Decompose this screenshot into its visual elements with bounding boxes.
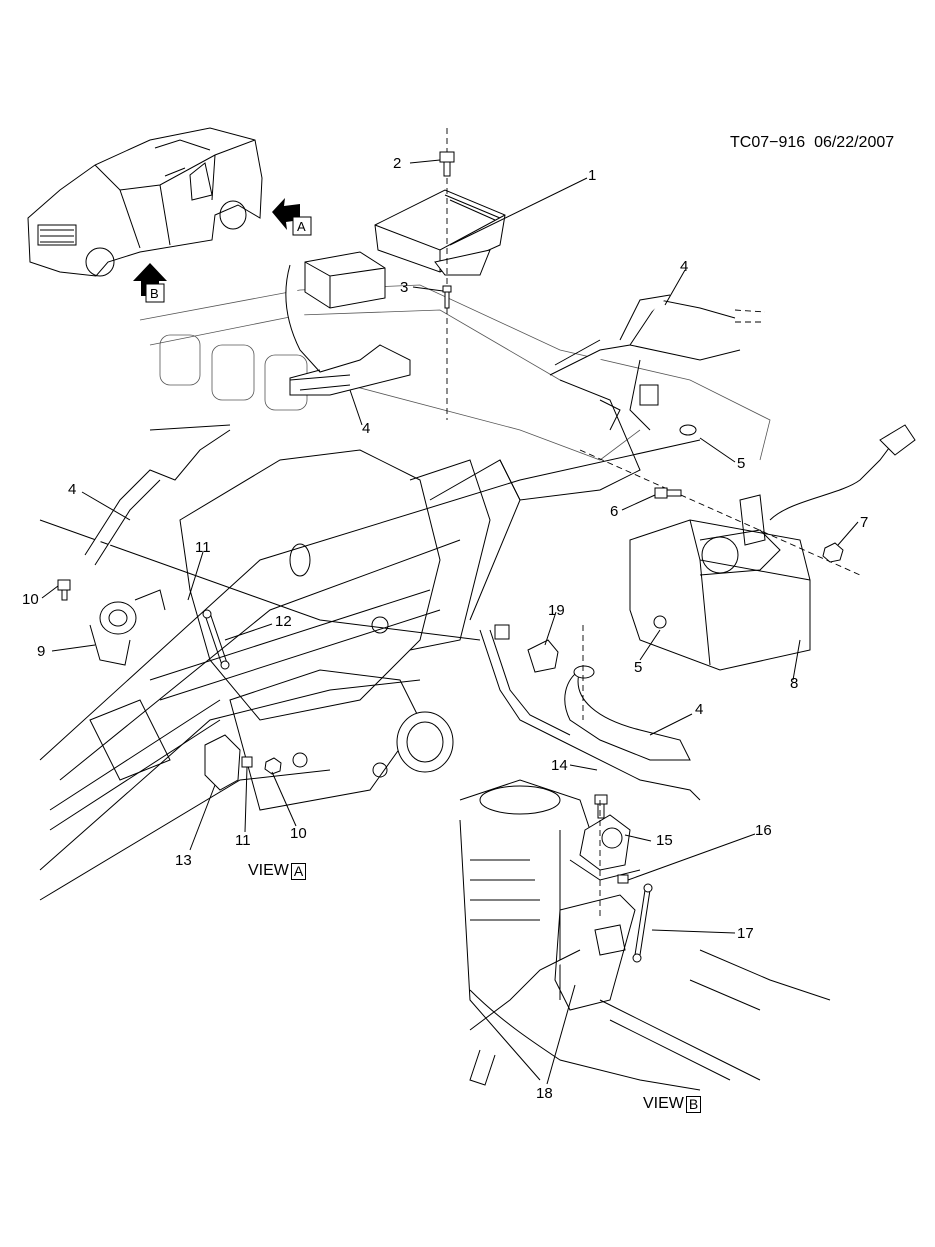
nut-7 [822,542,844,563]
connector-19 [527,639,559,673]
callout-6: 6 [610,503,619,520]
callout-12: 12 [275,613,292,630]
callout-4-left: 4 [68,481,77,498]
callout-11-upper: 11 [195,539,211,556]
callout-4-upper-right: 4 [680,258,689,275]
link-17 [632,883,653,963]
bolt-14 [594,794,608,819]
callout-3: 3 [400,279,409,296]
document-id: TC07−916 [730,134,806,151]
callout-19: 19 [548,602,565,619]
harness-4-view-b [479,624,701,801]
view-a-label: VIEW A [248,862,307,880]
view-b-arrow [133,263,167,303]
document-date: 06/22/2007 [814,134,895,151]
callout-13: 13 [175,852,192,869]
callout-4-upper-left: 4 [362,420,371,437]
callout-10-lower: 10 [290,825,307,842]
harness-4-upper-right [549,294,766,431]
callout-2: 2 [393,155,402,172]
view-a-box: A [290,862,307,880]
callout-16: 16 [755,822,772,839]
callout-7: 7 [860,514,869,531]
callout-14: 14 [551,757,568,774]
callout-4-view-b: 4 [695,701,704,718]
callout-10-left: 10 [22,591,39,608]
document-id-and-date: TC07−916 06/22/2007 [730,134,894,152]
air-compressor-8 [629,424,916,671]
connector-block [304,251,386,309]
callout-1: 1 [588,167,597,184]
compressor-centerline [579,449,861,576]
callout-17: 17 [737,925,754,942]
bracket-15 [569,814,641,881]
callout-15: 15 [656,832,673,849]
link-12 [202,609,230,670]
bolt-3 [442,285,452,309]
view-a-arrow [272,198,312,236]
view-b-suspension [459,779,831,1091]
bracket-b [554,894,636,1011]
nut-11-lower [241,756,253,768]
view-b-label: VIEW B [643,1095,702,1113]
control-module [374,189,506,276]
callout-11-lower: 11 [235,832,251,849]
harness-4-left [84,424,231,566]
vehicle-thumbnail [27,127,263,277]
view-b-box: B [685,1095,702,1113]
callout-8: 8 [790,675,799,692]
callout-9: 9 [37,643,46,660]
callout-18: 18 [536,1085,553,1102]
leader-lines [41,159,859,1085]
height-sensor-9 [89,589,166,666]
arrow-b-label: B [150,286,159,301]
harness-4-upper-left [285,264,411,396]
view-b-text: VIEW [643,1095,684,1112]
arrow-a-label: A [297,219,306,234]
bolt-2 [439,151,455,177]
grommet-5-upper [679,424,697,436]
view-a-text: VIEW [248,862,289,879]
bolt-10-left [57,579,71,601]
callout-5-lower: 5 [634,659,643,676]
bolt-6 [654,487,682,499]
nut-10-lower [264,757,282,775]
bracket-13 [204,734,241,791]
frame-underbody [39,284,771,901]
bolt-16 [617,874,629,884]
callout-5-upper: 5 [737,455,746,472]
